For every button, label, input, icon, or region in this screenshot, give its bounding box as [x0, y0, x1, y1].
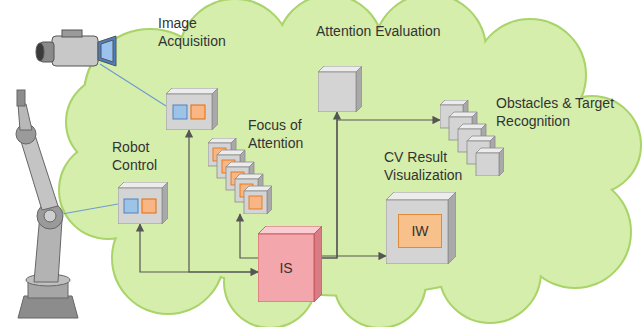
cube-front [476, 153, 499, 176]
robot-arm [16, 90, 78, 318]
cube-faces [118, 182, 168, 224]
shape-box [318, 66, 362, 112]
cloud-outline [60, 0, 640, 327]
cube-front [258, 234, 314, 302]
blue-square [124, 199, 138, 213]
cube-faces [476, 148, 504, 176]
cube-top [118, 182, 168, 188]
cube-faces [258, 226, 322, 302]
cube-front [244, 191, 267, 214]
robot-link-line [62, 204, 118, 214]
cube-faces [166, 88, 218, 130]
box-label: IS [258, 234, 314, 302]
cube-side [212, 88, 218, 130]
cube-front [166, 94, 212, 130]
cube-side [356, 66, 362, 112]
orange-square [191, 105, 205, 119]
cube-top [386, 192, 456, 200]
shape-svg [440, 100, 504, 176]
module-title: CV Result Visualization [384, 148, 504, 184]
shape-box [440, 100, 504, 176]
shape-svg [166, 88, 218, 130]
cube-side [162, 182, 168, 224]
inner-box: IW [398, 214, 442, 248]
shape-box [166, 88, 218, 130]
blue-square [173, 105, 187, 119]
cube-side [314, 226, 322, 302]
box-label: IW [399, 215, 441, 247]
cube-side [448, 192, 456, 264]
orange-square [142, 199, 156, 213]
module-title: Obstacles & Target Recognition [496, 94, 626, 130]
cube-faces [318, 66, 362, 112]
orange-square [249, 196, 262, 209]
cube-side [267, 186, 272, 214]
shape-svg [318, 66, 362, 112]
connector-arrow [322, 255, 386, 256]
module-title: Attention Evaluation [316, 22, 486, 40]
cube-front [318, 72, 356, 112]
module-title: Robot Control [112, 138, 192, 174]
connector-arrow [322, 120, 440, 258]
cube-faces [244, 186, 272, 214]
module-title: Focus of Attention [248, 116, 338, 152]
camera-link-line [100, 64, 166, 106]
module-title: Image Acquisition [158, 14, 258, 50]
cube-top [258, 226, 322, 234]
cloud-fill [60, 0, 640, 327]
shape-box [118, 182, 168, 224]
shape-svg [118, 182, 168, 224]
cube-front [118, 188, 162, 224]
cube-front [386, 200, 448, 264]
video-camera [36, 30, 116, 66]
cube-faces [386, 192, 456, 264]
cube-side [499, 148, 504, 176]
connector-arrow [322, 112, 337, 258]
cube-top [318, 66, 362, 72]
cube-top [166, 88, 218, 94]
